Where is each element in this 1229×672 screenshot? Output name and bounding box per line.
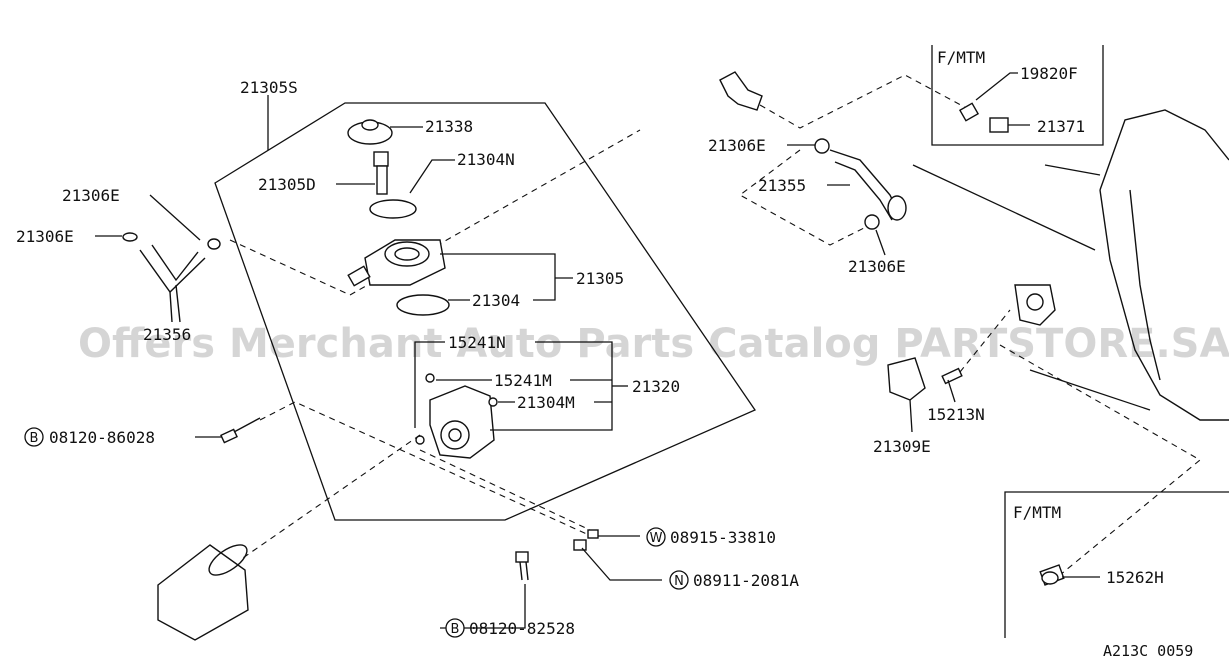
inset-bottom-title: F/MTM — [1013, 503, 1061, 522]
inset-box-top: F/MTM — [931, 45, 1104, 146]
callout-08120-86028: 08120-86028 — [49, 428, 155, 447]
svg-text:B: B — [30, 431, 39, 446]
callout-21355: 21355 — [758, 176, 806, 195]
callout-15241M: 15241M — [494, 371, 552, 390]
callout-21304N: 21304N — [457, 150, 515, 169]
nut-08911-2081A — [573, 539, 587, 551]
svg-text:W: W — [650, 531, 663, 546]
callout-21306E-b: 21306E — [16, 227, 74, 246]
hose-21356 — [139, 244, 206, 323]
cap-21338 — [347, 119, 393, 145]
svg-text:N: N — [674, 574, 684, 589]
callout-08120-82528: 08120-82528 — [469, 619, 575, 638]
clip-21306E-lower — [864, 214, 880, 230]
marker-washer-w: W — [646, 527, 666, 547]
svg-text:B: B — [451, 622, 460, 637]
callout-labels: 21305S 21338 21304N 21305D 21306E 21306E… — [16, 64, 1164, 638]
callout-21356: 21356 — [143, 325, 191, 344]
oil-filter — [157, 544, 249, 641]
diagram-code: A213C 0059 — [1103, 642, 1193, 660]
inset-box-bottom: F/MTM — [1004, 491, 1229, 638]
inset-top-title: F/MTM — [937, 48, 985, 67]
o-ring-21304 — [396, 294, 450, 316]
cover-plate — [1014, 284, 1056, 326]
filter-bracket-21320 — [415, 373, 498, 459]
callout-15213N: 15213N — [927, 405, 985, 424]
marker-bolt-b1: B — [24, 427, 44, 447]
callout-15262H: 15262H — [1106, 568, 1164, 587]
hose-21355 — [829, 149, 907, 221]
callout-21306E-c: 21306E — [708, 136, 766, 155]
callout-21309E: 21309E — [873, 437, 931, 456]
callout-19820F: 19820F — [1020, 64, 1078, 83]
engine-block-outline — [912, 109, 1229, 421]
callout-21306E-d: 21306E — [848, 257, 906, 276]
callout-21305: 21305 — [576, 269, 624, 288]
callout-21306E-a: 21306E — [62, 186, 120, 205]
part-21371 — [989, 117, 1009, 133]
callout-21305D: 21305D — [258, 175, 316, 194]
leader-lines — [95, 72, 1100, 629]
assembly-outline — [214, 102, 756, 521]
marker-bolt-b2: B — [445, 618, 465, 638]
clip-21306E-left-b — [207, 238, 221, 250]
callout-08911-2081A: 08911-2081A — [693, 571, 799, 590]
callout-21304: 21304 — [472, 291, 520, 310]
part-15262H — [1039, 564, 1065, 586]
clip-21306E-top — [814, 138, 830, 154]
washer-08915-33810 — [587, 529, 599, 539]
callout-08915-33810: 08915-33810 — [670, 528, 776, 547]
marker-nut-n: N — [669, 570, 689, 590]
callout-21320: 21320 — [632, 377, 680, 396]
elbow-pipe — [719, 71, 763, 111]
clip-21306E-left-a — [122, 232, 138, 242]
callout-21338: 21338 — [425, 117, 473, 136]
watermark: Offers Merchant Auto Parts Catalog PARTS… — [78, 321, 1229, 367]
relief-valve-21305D — [373, 151, 389, 195]
part-19820F — [958, 102, 980, 122]
gasket-21304N — [369, 199, 417, 219]
callout-21305S: 21305S — [240, 78, 298, 97]
callout-21304M: 21304M — [517, 393, 575, 412]
bolt-08120-86028 — [220, 417, 261, 444]
callout-15241N: 15241N — [448, 333, 506, 352]
callout-21371: 21371 — [1037, 117, 1085, 136]
oil-cooler-21305 — [347, 239, 446, 287]
bolt-08120-82528 — [515, 551, 529, 581]
stud-15213N — [941, 367, 963, 385]
gasket-21309E — [887, 357, 926, 401]
